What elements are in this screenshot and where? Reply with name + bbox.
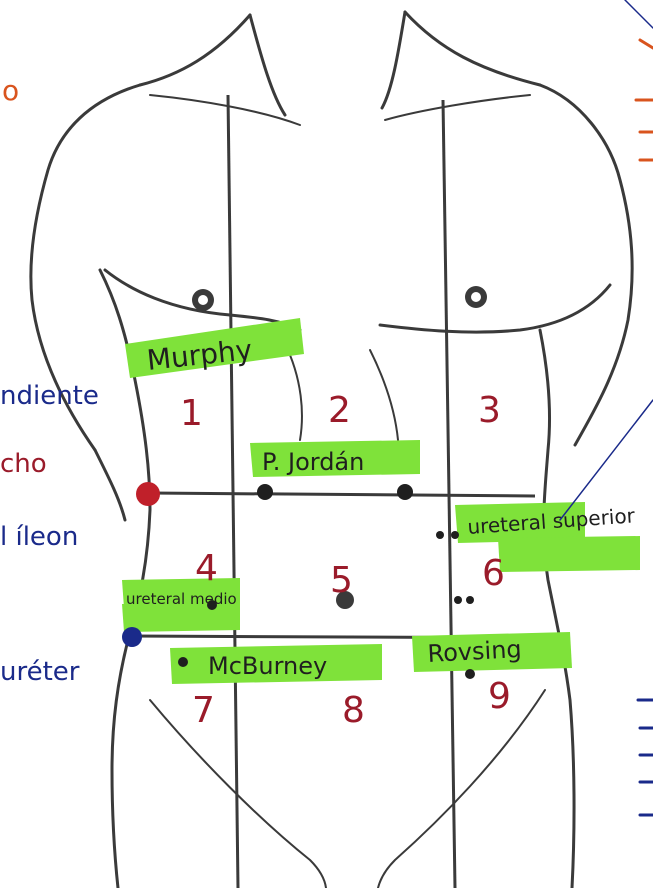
mcburney-point bbox=[178, 657, 188, 667]
region-7: 7 bbox=[192, 690, 215, 731]
margin-note-2: cho bbox=[0, 449, 47, 479]
navel-dot-left bbox=[454, 596, 462, 604]
jordan-label: P. Jordán bbox=[262, 448, 364, 476]
murphy-point bbox=[136, 482, 160, 506]
margin-note-1: ndiente bbox=[0, 381, 99, 411]
margin-tick bbox=[640, 40, 653, 48]
pointer-line-ureteral bbox=[560, 400, 653, 520]
nipples bbox=[192, 286, 487, 311]
margin-note-4: uréter bbox=[0, 657, 80, 687]
region-4: 4 bbox=[195, 548, 218, 589]
ureteral-medio-label: ureteral medio bbox=[126, 590, 237, 608]
grid-line-upper bbox=[150, 493, 535, 496]
region-3: 3 bbox=[478, 390, 501, 431]
jordan-point-right bbox=[397, 484, 413, 500]
ureteral-superior-point-2 bbox=[451, 531, 459, 539]
region-6: 6 bbox=[482, 553, 505, 594]
rovsing-point bbox=[465, 669, 475, 679]
ureteral-medio-point bbox=[207, 600, 217, 610]
region-grid bbox=[130, 95, 565, 888]
mcburney-label: McBurney bbox=[208, 652, 327, 680]
region-1: 1 bbox=[180, 393, 203, 434]
margin-note-top: o bbox=[2, 74, 19, 107]
region-2: 2 bbox=[328, 390, 351, 431]
margin-note-3: l íleon bbox=[0, 522, 78, 552]
grid-line-left bbox=[228, 95, 238, 888]
pointer-line bbox=[625, 0, 653, 28]
rovsing-label: Rovsing bbox=[427, 635, 522, 668]
region-9: 9 bbox=[488, 676, 511, 717]
jordan-point-left bbox=[257, 484, 273, 500]
ureter-point bbox=[122, 627, 142, 647]
navel-dot-right bbox=[466, 596, 474, 604]
region-5: 5 bbox=[330, 560, 353, 601]
region-8: 8 bbox=[342, 690, 365, 731]
ureteral-superior-point-1 bbox=[436, 531, 444, 539]
right-margin-marks bbox=[560, 0, 653, 815]
